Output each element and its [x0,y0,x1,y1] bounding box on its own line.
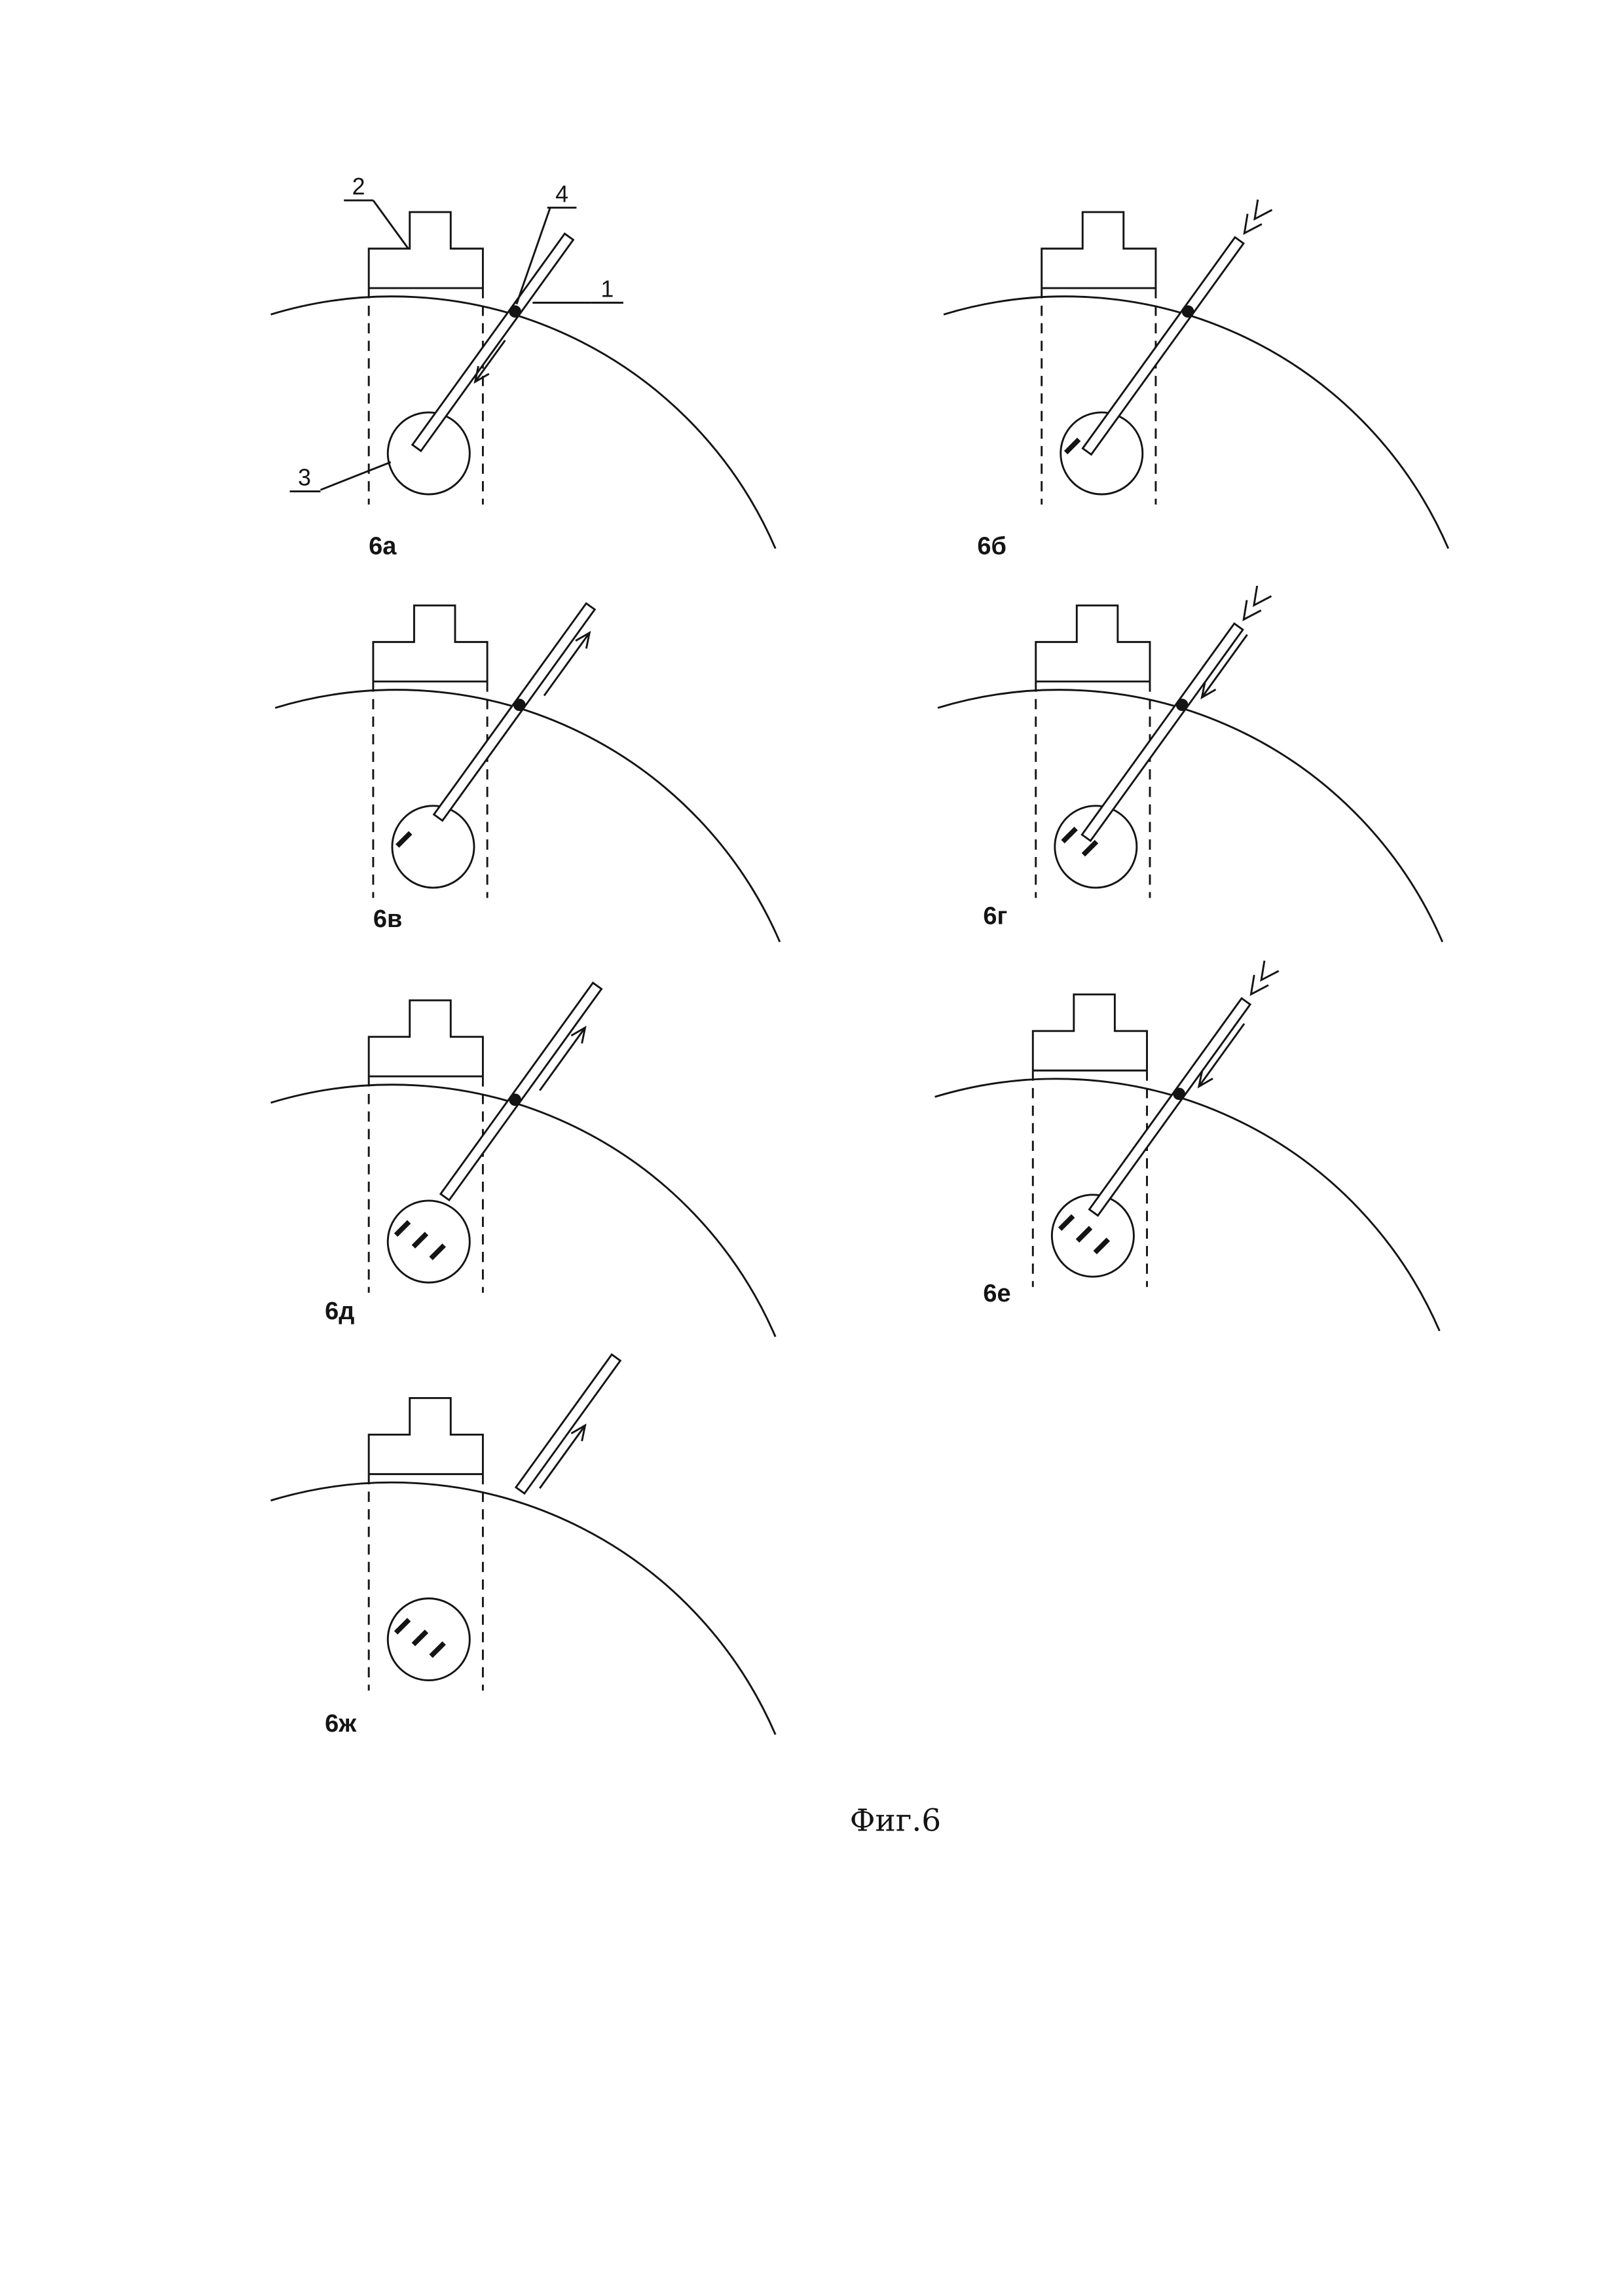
needle [411,232,575,452]
deposit-mark [429,1243,446,1260]
panel-label: 6д [325,1298,354,1325]
arrowhead [570,1423,587,1442]
callout-leader-line [515,207,551,305]
entry-point-dot [509,305,521,318]
needle [439,981,603,1202]
surface-arc [934,1078,1441,1332]
motion-arrow-withdraw [539,1425,586,1489]
panel-label: 6г [983,903,1007,930]
panel-6g: 6г [937,585,1444,943]
capsule-circle [386,411,471,496]
deposit-mark [1063,437,1081,455]
chevron-arrow [1260,960,1280,982]
panel-label: 6а [369,533,397,560]
callout-leader-line [372,200,409,249]
surface-arc [943,295,1450,549]
callout-number: 4 [555,181,568,207]
needle [1080,622,1244,843]
deposit-mark [429,1641,446,1658]
injector-body-outline [367,999,484,1078]
panel-6zh: 6ж [270,1353,777,1738]
motion-arrow-insert [1198,1023,1246,1087]
chevron-arrow [1253,199,1273,221]
panel-label: 6б [977,533,1006,560]
injector-body-outline [367,211,484,289]
deposit-mark [1061,826,1078,844]
arrowhead [1197,1070,1213,1089]
surface-arc [274,689,781,943]
panel-6v: 6в [274,602,781,943]
needle [1081,236,1246,456]
surface-arc [270,295,777,549]
injector-body-outline [367,1397,484,1476]
capsule-circle [391,805,475,889]
deposit-mark [411,1630,429,1647]
figure-caption: Фиг.6 [850,1803,941,1839]
callout-number: 3 [298,465,311,491]
arrowhead [1200,682,1217,700]
injector-body-outline [1031,993,1148,1072]
surface-arc [270,1481,777,1735]
capsule-circle [386,1199,471,1284]
surface-arc [937,689,1444,943]
panel-label: 6ж [325,1710,357,1738]
needle [432,602,597,822]
deposit-mark [1058,1214,1075,1231]
panel-6e: 6е [934,960,1441,1332]
chevron-arrow [1253,585,1272,608]
motion-arrow-insert [1201,634,1248,699]
arrowhead [473,365,490,384]
chevron-arrow [1249,974,1269,996]
capsule-circle [1054,805,1138,889]
deposit-mark [396,831,413,848]
arrowhead [570,1025,587,1044]
callout-number: 2 [352,173,365,200]
chevron-arrow [1243,213,1263,235]
deposit-mark [1075,1226,1093,1243]
panel-6b: 6б [943,199,1450,560]
deposit-mark [1081,839,1099,857]
arrowhead [575,630,591,649]
callout-leader-line [320,461,392,491]
panel-6a: 6а 2 4 1 3 [270,173,777,560]
injector-body-outline [1041,211,1157,289]
needle [1088,996,1252,1217]
panel-label: 6е [983,1280,1010,1307]
deposit-mark [411,1231,429,1248]
motion-arrow-withdraw [539,1027,586,1091]
capsule-circle [1060,411,1144,496]
callout-number: 1 [600,276,614,302]
panel-6d: 6д [270,981,777,1338]
capsule-circle [386,1597,471,1682]
deposit-mark [394,1618,411,1635]
entry-point-dot [1175,699,1189,712]
chevron-arrow [1242,600,1262,621]
entry-point-dot [513,699,526,712]
panel-label: 6в [373,905,402,933]
deposit-mark [394,1220,411,1237]
entry-point-dot [1181,305,1194,318]
deposit-mark [1093,1237,1111,1254]
injector-body-outline [372,604,489,683]
entry-point-dot [509,1093,521,1106]
surface-arc [270,1084,777,1338]
motion-arrow-insert [474,340,506,383]
motion-arrow-withdraw [543,632,591,697]
injector-body-outline [1035,604,1151,683]
entry-point-dot [1173,1087,1186,1101]
needle [514,1353,622,1495]
